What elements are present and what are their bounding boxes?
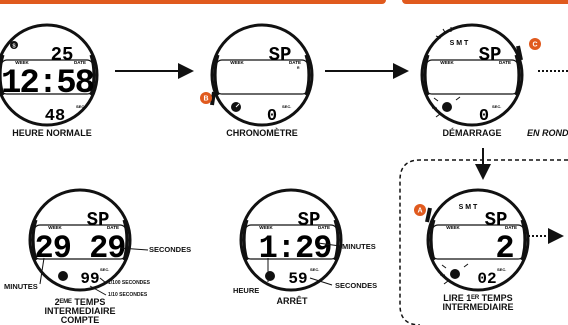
caption-lap-one-line2: INTERMEDIAIRE	[442, 302, 514, 312]
date-label: DATE	[505, 225, 517, 230]
watch-lap-one: A S M T SP WEEK DATE 2 02 SEC.	[414, 188, 530, 292]
button-c-letter: C	[532, 42, 537, 49]
callout-heure: HEURE	[233, 286, 260, 295]
watch-start: C S M T SP WEEK DATE 0 SEC.	[420, 23, 541, 127]
caption-start: DÉMARRAGE	[442, 128, 502, 138]
watch-bottom-digits: 99	[80, 270, 99, 288]
watch-stop: SP WEEK DATE 1:29 59 SEC.	[239, 188, 343, 292]
mode-indicator-icon	[10, 41, 18, 49]
callout-tenths: 1/10 SECONDES	[108, 292, 148, 298]
date-label: DATE	[74, 60, 86, 65]
watch-top-digits: 25	[51, 44, 74, 66]
watch-lap-two: SP WEEK DATE 29 29 99 SEC.	[28, 188, 132, 292]
caption-normal-time: HEURE NORMALE	[12, 128, 92, 138]
callout-minutes: MINUTES	[4, 282, 38, 291]
callout-minutes-stop: MINUTES	[342, 242, 376, 251]
callout-hundredths: 1/100 SECONDES	[108, 280, 150, 286]
watch-main-digits: 29 29	[34, 230, 125, 267]
sec-label: SEC.	[497, 267, 506, 272]
flash-icon-bottom	[432, 96, 461, 118]
watch-main-digits: 1:29	[259, 230, 332, 267]
button-a-mark	[425, 207, 432, 223]
watch-top-digits: SP	[298, 209, 321, 231]
date-label: DATE	[499, 60, 511, 65]
caption-lap-two-line2: INTERMEDIAIRE	[44, 306, 116, 316]
button-b-icon	[200, 92, 212, 104]
button-a-icon	[414, 204, 426, 216]
caption-chronometer: CHRONOMÈTRE	[226, 128, 298, 138]
lap-loop-box	[399, 159, 568, 325]
watch-chronometer: B SP WEEK DATE R 0 SEC.	[200, 23, 314, 127]
watch-bottom-digits: 0	[479, 107, 489, 126]
watch-bottom-digits: 48	[45, 107, 65, 126]
week-label: WEEK	[230, 60, 244, 65]
week-label: WEEK	[48, 225, 62, 230]
watch-top-digits: SP	[485, 209, 508, 231]
flash-icon-bottom	[440, 263, 469, 285]
caption-lap-one-line1: LIRE 1ᴱᴿ TEMPS	[443, 293, 513, 303]
button-a-letter: A	[417, 208, 422, 215]
date-label: DATE	[318, 225, 330, 230]
week-label: WEEK	[440, 60, 454, 65]
watch-bottom-digits: 59	[288, 270, 307, 288]
stopwatch-icon	[265, 271, 275, 281]
sec-label: SEC.	[282, 104, 291, 109]
week-label: WEEK	[446, 225, 460, 230]
watch-main-digits: 2	[495, 230, 514, 267]
sec-label: SEC.	[492, 104, 501, 109]
lap-sub-label: R	[297, 66, 300, 70]
callout-secondes: SECONDES	[149, 245, 192, 254]
watch-main-digits: 12:58	[1, 65, 94, 103]
watch-top-digits: SP	[87, 209, 110, 231]
button-c-mark	[516, 45, 523, 61]
date-label: DATE	[289, 60, 301, 65]
watch-bottom-digits: 02	[477, 270, 496, 288]
mode-indicator-label: S	[12, 44, 16, 50]
sec-label: SEC.	[76, 104, 85, 109]
button-c-icon	[529, 38, 541, 50]
watch-top-digits: SP	[479, 44, 502, 66]
sec-label: SEC.	[310, 267, 319, 272]
week-label: WEEK	[259, 225, 273, 230]
sec-label: SEC.	[100, 267, 109, 272]
callout-secondes-stop: SECONDES	[335, 281, 378, 290]
watch-top-digits: SP	[269, 44, 292, 66]
caption-lap-two-line1: 2ᴱᴹᴱ TEMPS	[54, 297, 106, 307]
caption-lap-two-line3: COMPTE	[60, 315, 100, 325]
watch-normal-time: S 25 WEEK DATE 12:58 48 SEC.	[0, 23, 99, 127]
button-b-letter: B	[203, 96, 208, 103]
day-icons: S M T	[459, 204, 478, 211]
day-icons: S M T	[450, 40, 469, 47]
header-bar-right	[402, 0, 568, 4]
caption-lap-mode: EN RONDE	[527, 128, 568, 138]
flash-icon-top	[435, 27, 452, 39]
watch-bottom-digits: 0	[267, 107, 277, 126]
button-b-mark	[210, 91, 216, 106]
caption-stop: ARRÊT	[276, 296, 308, 306]
date-label: DATE	[107, 225, 119, 230]
week-label: WEEK	[15, 60, 29, 65]
stopwatch-icon	[58, 271, 68, 281]
header-bar-left	[0, 0, 386, 4]
